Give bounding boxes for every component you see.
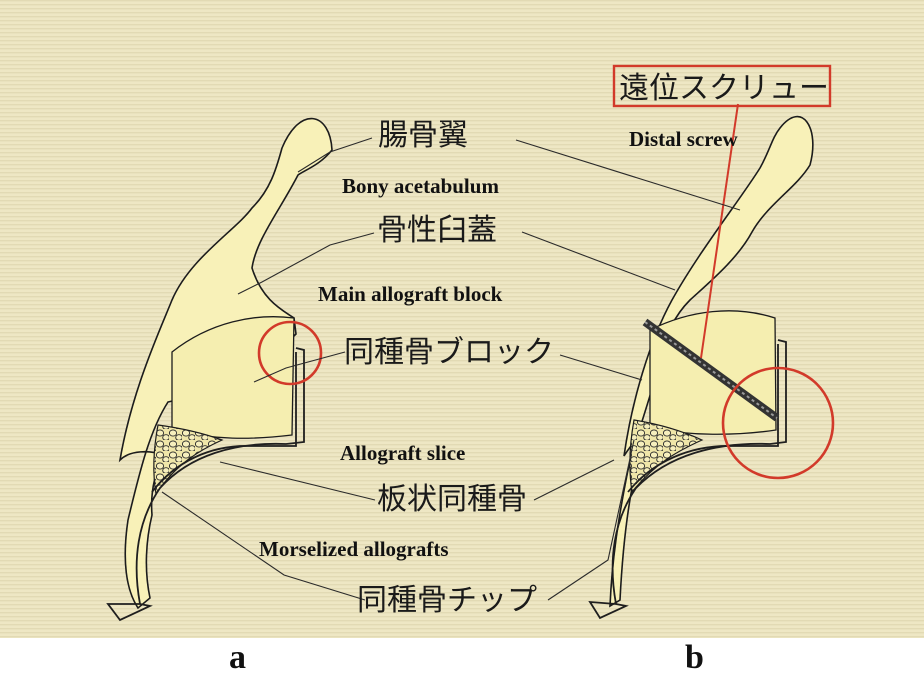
label-distal-screw-jp: 遠位スクリュー	[619, 71, 829, 106]
label-allograft-slice-en: Allograft slice	[340, 441, 465, 465]
label-morselized-jp: 同種骨チップ	[357, 583, 537, 618]
label-morselized-en: Morselized allografts	[259, 537, 449, 561]
label-main-allograft-en: Main allograft block	[318, 282, 503, 306]
label-distal-screw-en: Distal screw	[629, 127, 739, 151]
label-bony-acetabulum-jp: 骨性臼蓋	[377, 213, 497, 248]
panel-letter-a: a	[229, 639, 246, 676]
label-allograft-slice-jp: 板状同種骨	[377, 482, 527, 517]
label-ilium-jp: 腸骨翼	[378, 118, 468, 153]
panel-letter-b: b	[685, 639, 704, 676]
label-main-allograft-jp: 同種骨ブロック	[344, 335, 554, 370]
label-bony-acetabulum-en: Bony acetabulum	[342, 174, 499, 198]
